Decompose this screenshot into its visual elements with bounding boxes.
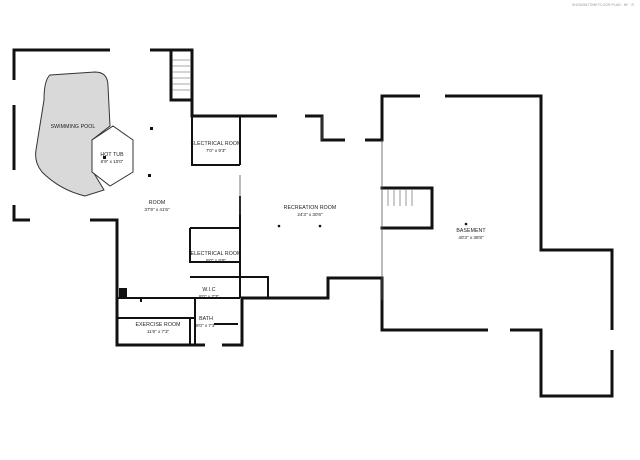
watermark-text: SHOWINGTIME FLOOR PLAN · NF · R [571,3,634,7]
swimming-pool-shape [35,71,111,197]
interior-walls [117,116,269,345]
fixtures [103,127,468,298]
stairs [172,59,413,206]
hot-tub-shape [91,125,134,187]
thin-lines [239,116,383,300]
room-label-swimming-pool: SWIMMING POOL [50,124,96,130]
windows [12,48,614,350]
